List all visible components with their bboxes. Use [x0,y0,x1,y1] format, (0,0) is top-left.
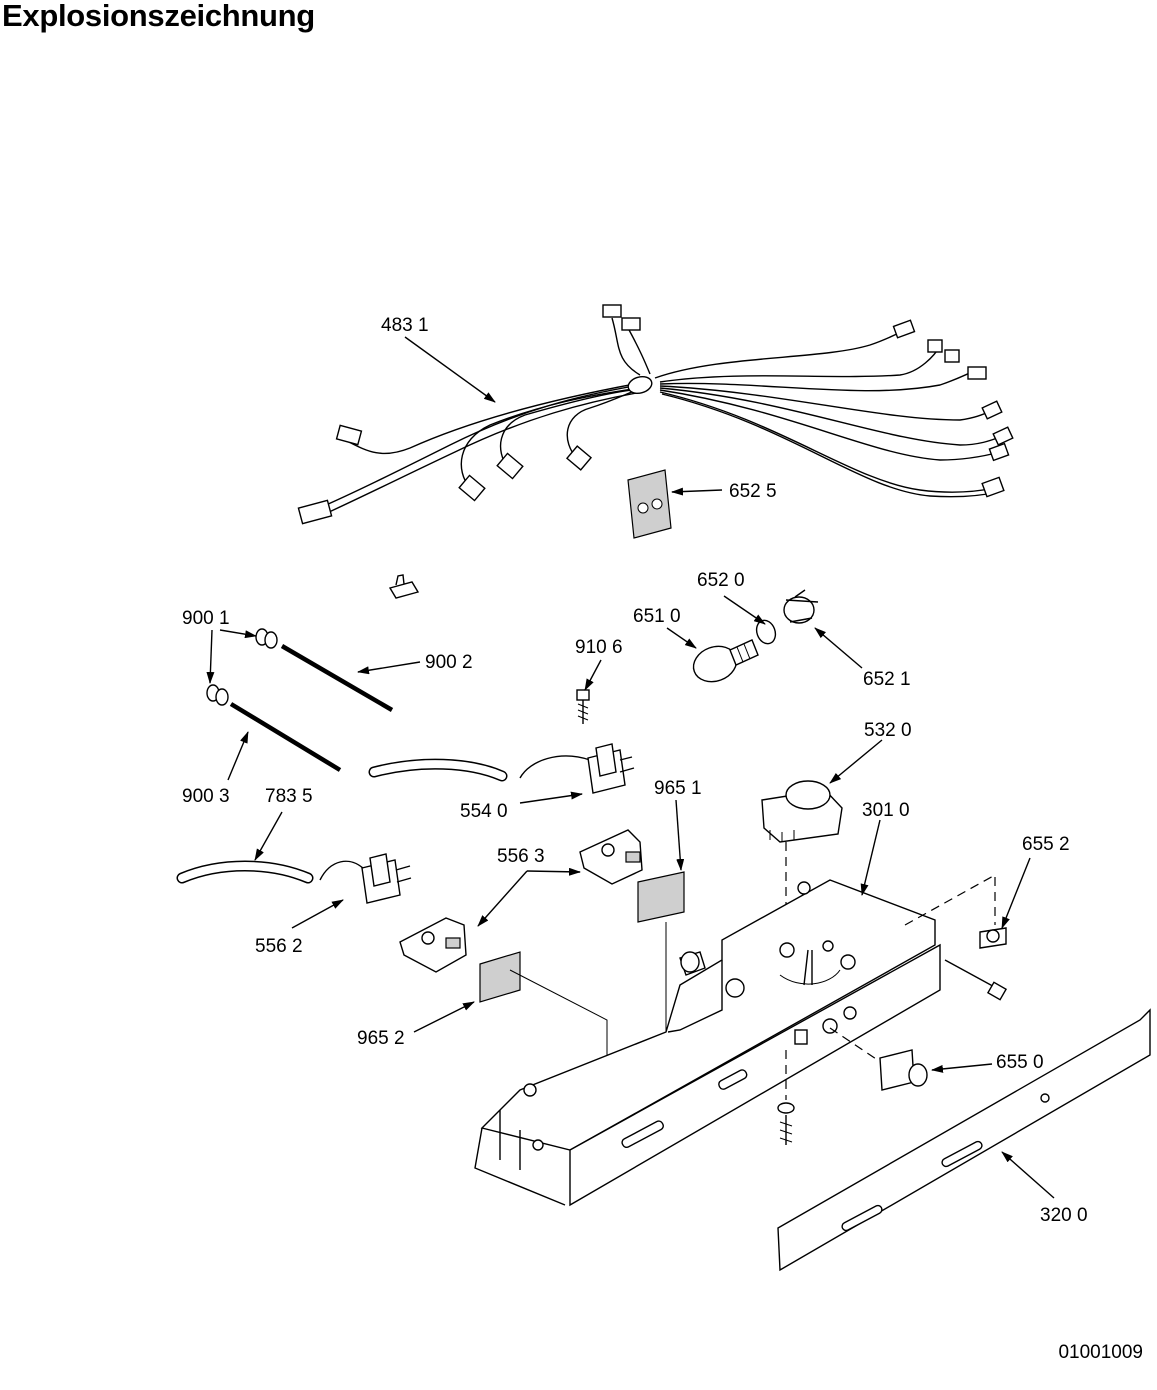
callout-556-3: 556 3 [497,846,545,867]
front-panel-320-0 [777,1008,1151,1272]
control-housing-301-0 [474,879,941,1207]
switch-554-0 [519,689,635,794]
lamp-assembly [692,589,819,683]
switch-556-2 [319,853,412,904]
callout-783-5: 783 5 [265,786,313,807]
cover-plate-652-5 [627,469,672,539]
callout-900-1: 900 1 [182,608,230,629]
callout-655-2: 655 2 [1022,834,1070,855]
callout-900-3: 900 3 [182,786,230,807]
rods-and-washers [206,628,394,772]
label-965-2 [479,951,521,1003]
callout-651-0: 651 0 [633,606,681,627]
switch-556-3-b [399,917,467,973]
label-965-1 [637,871,685,923]
callout-652-0: 652 0 [697,570,745,591]
callout-554-0: 554 0 [460,801,508,822]
callout-532-0: 532 0 [864,720,912,741]
callout-556-2: 556 2 [255,936,303,957]
callout-301-0: 301 0 [862,800,910,821]
document-id: 01001009 [1058,1342,1143,1363]
callout-483-1: 483 1 [381,315,429,336]
callout-965-1: 965 1 [654,778,702,799]
callout-965-2: 965 2 [357,1028,405,1049]
knob-655-0 [777,1027,928,1145]
switch-556-3-a [579,829,643,885]
wire-clip [388,574,420,599]
page-title: Explosionszeichnung [2,0,315,33]
leader-lines [206,336,1055,1199]
callout-900-2: 900 2 [425,652,473,673]
callout-652-5: 652 5 [729,481,777,502]
callout-910-6: 910 6 [575,637,623,658]
nut-655-2 [904,873,1008,1001]
callout-655-0: 655 0 [996,1052,1044,1073]
wiring-harness [297,304,1014,525]
callout-652-1: 652 1 [863,669,911,690]
callout-320-0: 320 0 [1040,1205,1088,1226]
